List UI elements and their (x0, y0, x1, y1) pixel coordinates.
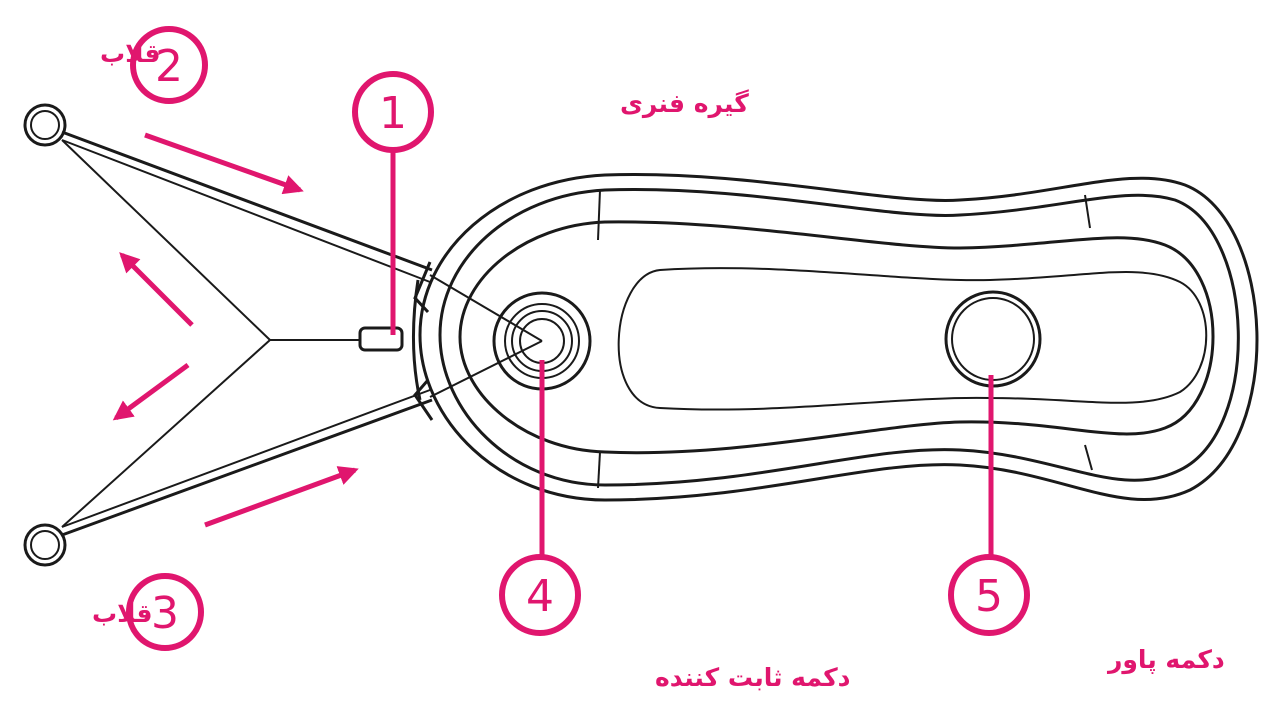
label-locking-button: دکمه ثابت کننده (655, 663, 851, 692)
arrow-3 (112, 362, 190, 421)
callout-2: 2 قلاب (100, 26, 208, 104)
power-button-graphic (944, 290, 1042, 388)
device-body (418, 173, 1259, 502)
callout-number-3: 3 (151, 588, 179, 639)
motion-arrows (112, 132, 359, 528)
callout-5: 5 دکمه پاور (948, 554, 1225, 675)
callout-number-1: 1 (379, 88, 407, 139)
label-power-button: دکمه پاور (1106, 645, 1225, 675)
label-hook-bottom: قلاب (92, 599, 152, 628)
callout-1: 1 گیره فنری (352, 71, 749, 153)
callout-number-5: 5 (975, 571, 1003, 622)
callout-number-2: 2 (155, 41, 183, 92)
label-spring-clip: گیره فنری (620, 89, 749, 119)
leader-lines (390, 150, 994, 555)
callout-4: 4 دکمه ثابت کننده (499, 554, 851, 692)
label-hook-top: قلاب (100, 39, 160, 68)
arrow-1 (144, 132, 304, 195)
callout-number-4: 4 (526, 571, 554, 622)
callout-3: 3 قلاب (92, 573, 204, 651)
arrow-2 (119, 252, 194, 327)
arrow-4 (204, 466, 359, 528)
spring-and-hooks (23, 103, 543, 567)
